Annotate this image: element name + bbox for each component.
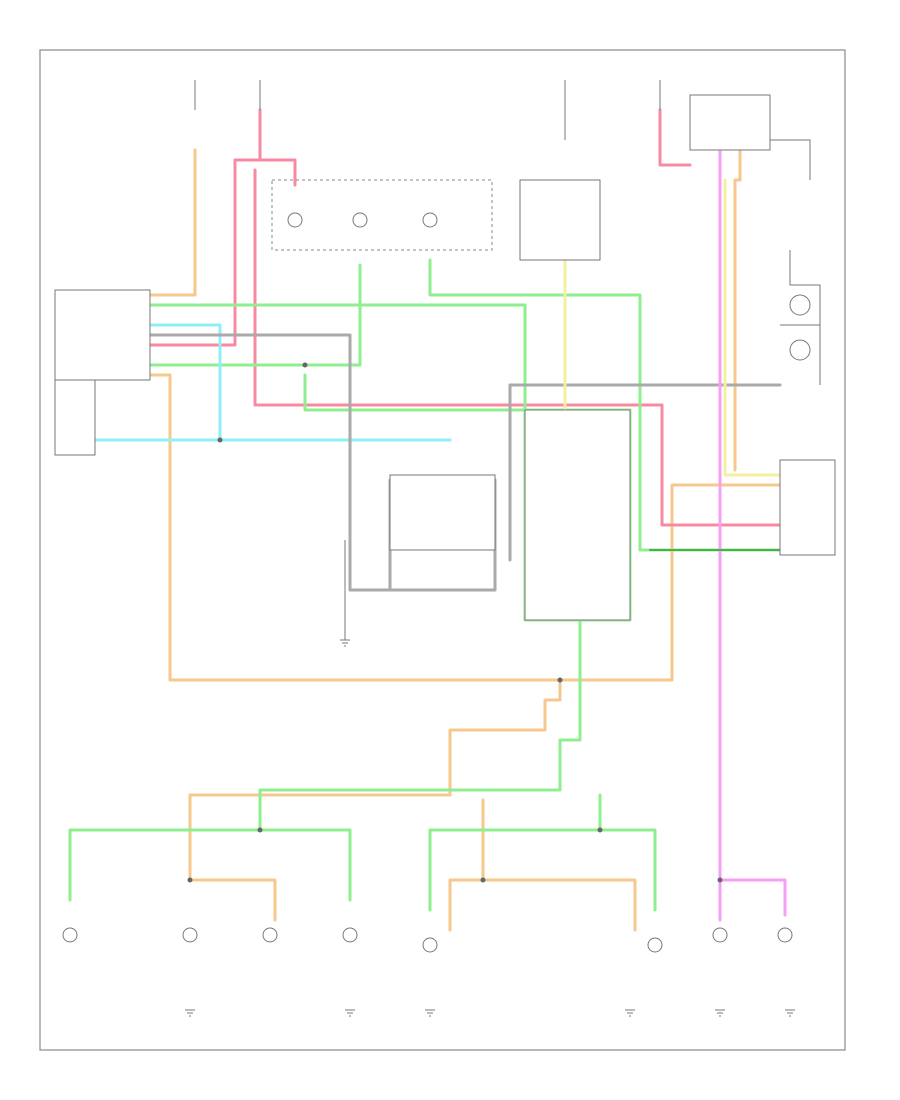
line-switch-right (789, 250, 821, 385)
lamp-center-left-icon (262, 927, 278, 943)
wire-orange-rear-2 (188, 878, 277, 922)
splice-dot (557, 677, 563, 683)
wire-orange-rear (188, 678, 562, 882)
indicator-bulb-2-icon (352, 212, 368, 228)
wire-orange-relay (733, 138, 742, 472)
splice-dot (257, 827, 263, 833)
wire-pink-right (253, 168, 782, 527)
line-relay-top-right (769, 95, 811, 180)
splice-dot (187, 877, 193, 883)
wire-cyan-sensor (148, 323, 222, 442)
top-right-switch-box (689, 94, 771, 151)
lamp-switch-icon (789, 339, 811, 361)
wire-pink-top (658, 108, 692, 167)
splice-dot (717, 877, 723, 883)
splice-dots (187, 362, 723, 883)
splice-dot (217, 437, 223, 443)
wire-pink-main (258, 158, 297, 187)
wire-orange-fuse (148, 148, 197, 297)
ground-icon (185, 1009, 195, 1017)
splice-dot (302, 362, 308, 368)
wire-yellow-2 (723, 178, 792, 477)
ground-symbols (185, 639, 795, 1017)
wire-orange-harness (148, 373, 562, 682)
relay-coil-icon (789, 294, 811, 316)
relay-box-top (519, 179, 601, 261)
indicator-bulbs (287, 212, 811, 361)
wire-green-left-rear-2 (258, 828, 352, 902)
ground-icon (625, 1009, 635, 1017)
splice-dot (480, 877, 486, 883)
wire-orange-mid (448, 798, 485, 932)
splice-dot (597, 827, 603, 833)
lamp-mid-right-icon (647, 937, 663, 953)
lamp-left-rear-icon (182, 927, 198, 943)
lamps-row (62, 927, 793, 953)
wire-green-left-rear (68, 618, 582, 902)
lamp-mid-left-icon (422, 937, 438, 953)
wire-orange-right (558, 483, 782, 682)
instrument-cluster-box (271, 179, 493, 251)
ground-icon (340, 639, 350, 647)
wire-orange-mid-2 (481, 878, 637, 932)
lamp-right-1-icon (712, 927, 728, 943)
wire-gray-1 (148, 333, 392, 592)
left-connector-block (54, 289, 151, 381)
ground-icon (345, 1009, 355, 1017)
wire-magenta (718, 138, 787, 917)
lamp-right-2-icon (777, 927, 793, 943)
switch-box-center (389, 474, 496, 551)
ground-icon (785, 1009, 795, 1017)
indicator-bulb-1-icon (287, 212, 303, 228)
diagram-frame (39, 49, 846, 1051)
wire-green-right-rear (428, 793, 602, 912)
indicator-bulb-3-icon (422, 212, 438, 228)
wire-green-right-rear-2 (598, 828, 657, 912)
ground-icon (425, 1009, 435, 1017)
lamp-left-front-icon (62, 927, 78, 943)
ground-icon (715, 1009, 725, 1017)
sensor-block-left (54, 379, 96, 456)
lamp-center-right-icon (342, 927, 358, 943)
wire-pink-fuse (148, 108, 262, 347)
turn-signal-module (524, 409, 631, 621)
right-relay-box (779, 459, 836, 556)
